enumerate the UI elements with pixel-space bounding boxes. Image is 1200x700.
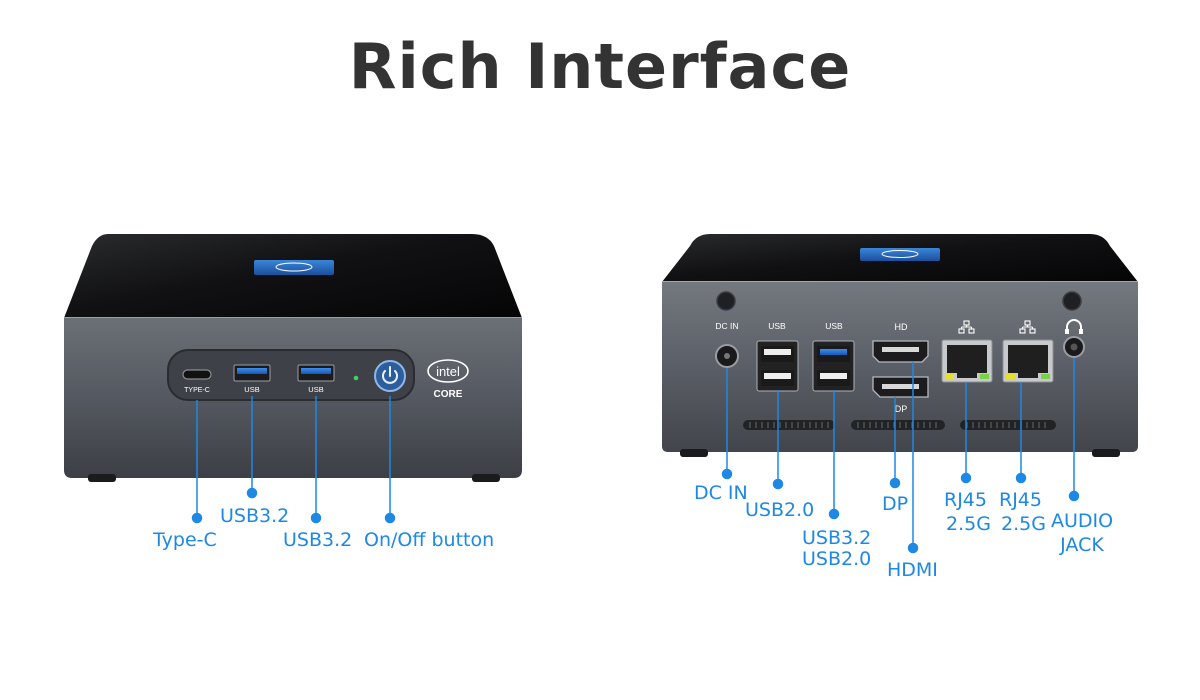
audio-jack-port (1063, 336, 1085, 358)
lan-icon (958, 320, 975, 334)
callout-usb32-line1: USB3.2 (802, 527, 872, 549)
power-button (374, 360, 406, 392)
callout-usb32-front-2: USB3.2 (283, 529, 353, 551)
intel-badge-top-back (860, 248, 940, 261)
callout-usb32-line2: USB2.0 (802, 548, 872, 570)
usb-port-1-label: USB (244, 385, 259, 394)
usb32-usb20-stack (812, 340, 855, 392)
front-callout-lines (191, 396, 396, 524)
power-icon (382, 370, 398, 384)
status-led (353, 375, 359, 381)
callout-hdmi: HDMI (887, 559, 938, 581)
dc-in-port (715, 344, 739, 368)
hd-port-label: HD (895, 322, 908, 332)
front-mini-pc: TYPE-C USB USB intel CORE (64, 234, 522, 482)
usb-a-port-label: USB (768, 321, 786, 331)
intel-core-logo: intel CORE (427, 359, 469, 400)
callout-rj45-2-line2: 2.5G (1001, 513, 1046, 535)
callout-audio-line1: AUDIO (1050, 510, 1114, 532)
svg-text:intel: intel (436, 364, 460, 379)
callout-rj45-1-line1: RJ45 (944, 489, 987, 511)
dp-port-label: DP (895, 404, 908, 414)
back-callout-lines (721, 358, 1080, 554)
callout-usb20: USB2.0 (745, 499, 815, 521)
dc-in-port-label: DC IN (715, 321, 738, 331)
rj45-port-2 (1002, 339, 1054, 383)
intel-badge-top (254, 260, 334, 275)
callout-dp: DP (882, 493, 909, 515)
headphone-icon (1066, 319, 1082, 332)
callout-type-c: Type-C (153, 529, 217, 551)
callout-rj45-2-line1: RJ45 (999, 489, 1042, 511)
back-mini-pc: DC IN USB USB HD DP (662, 234, 1138, 457)
type-c-port: TYPE-C (182, 369, 212, 394)
callout-power-button: On/Off button (364, 529, 495, 551)
usb-port-1: USB (233, 364, 271, 394)
type-c-port-label: TYPE-C (184, 387, 210, 394)
rj45-port-1 (941, 339, 993, 383)
hdmi-port (872, 340, 929, 363)
usb-port-2: USB (297, 364, 335, 394)
usb20-stack (756, 340, 799, 392)
svg-text:CORE: CORE (434, 389, 463, 400)
usb-port-2-label: USB (308, 385, 323, 394)
lan-icon (1019, 320, 1036, 334)
callout-rj45-1-line2: 2.5G (946, 513, 991, 535)
page-title: Rich Interface (348, 30, 852, 103)
callout-dc-in: DC IN (694, 482, 748, 504)
callout-usb32-front-1: USB3.2 (220, 505, 290, 527)
usb-b-port-label: USB (825, 321, 843, 331)
dp-port (872, 376, 929, 398)
callout-audio-line2: JACK (1060, 534, 1104, 556)
vent-slots (743, 420, 1056, 430)
